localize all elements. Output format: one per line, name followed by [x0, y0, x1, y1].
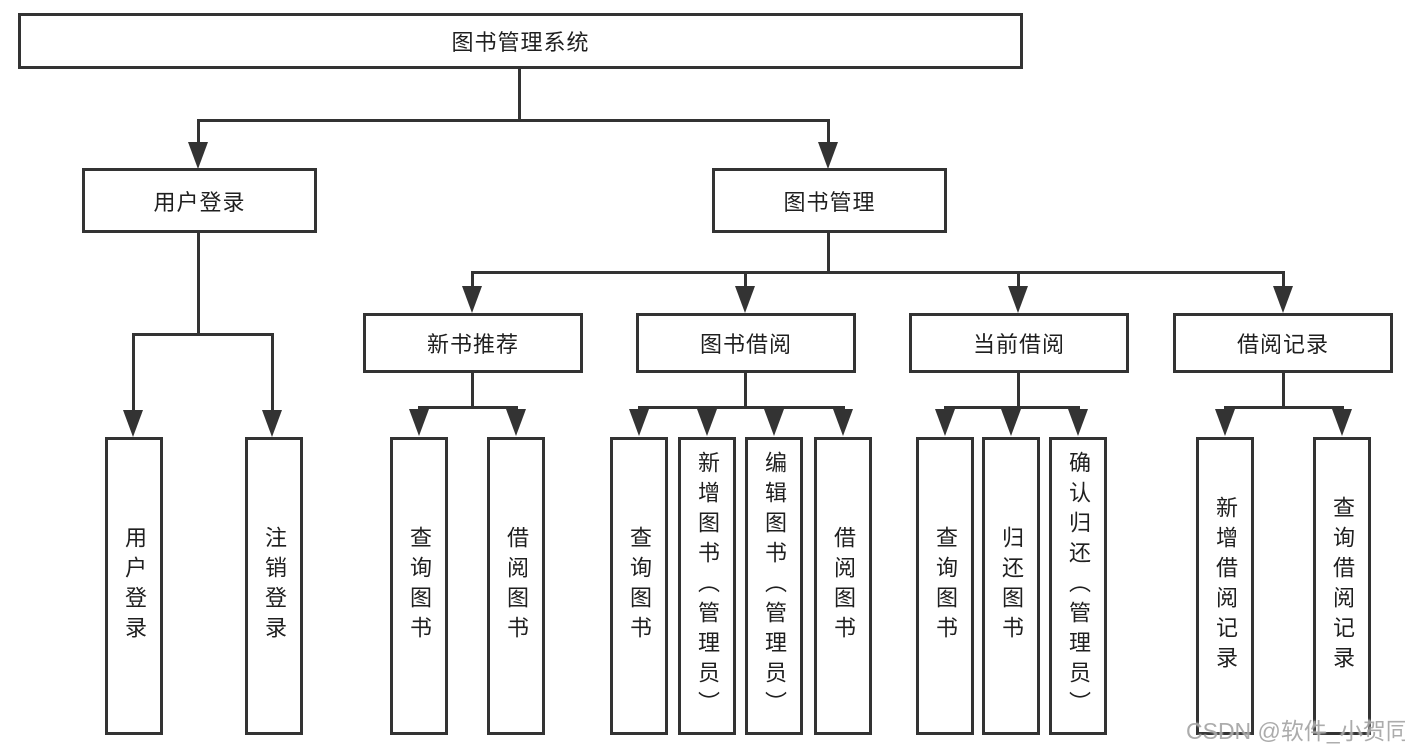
- connector-g2-stem: [471, 373, 474, 409]
- leaf-edit-book-admin: 编辑图书（管理员）: [745, 437, 803, 735]
- arrowhead-book-borrow: [735, 286, 755, 313]
- leaf-query-book-3: 查询图书: [916, 437, 974, 735]
- connector-g3-stem: [744, 373, 747, 409]
- node-book-management: 图书管理: [712, 168, 947, 233]
- leaf-add-borrow-record: 新增借阅记录: [1196, 437, 1254, 735]
- connector-user-login-drop: [197, 119, 200, 146]
- node-root: 图书管理系统: [18, 13, 1023, 69]
- node-borrow-record: 借阅记录: [1173, 313, 1393, 373]
- connector-root-stem: [518, 69, 521, 120]
- arrowhead-leaf-logout: [262, 410, 282, 437]
- leaf-query-book-2: 查询图书: [610, 437, 668, 735]
- connector-g5-bar: [1224, 406, 1344, 409]
- leaf-query-book-2-label: 查询图书: [627, 526, 652, 646]
- leaf-borrow-book-1-label: 借阅图书: [504, 526, 529, 646]
- connector-g3-bar: [638, 406, 845, 409]
- connector-new-book-drop: [471, 271, 474, 288]
- leaf-query-borrow-record: 查询借阅记录: [1313, 437, 1371, 735]
- arrowhead-g3-query-book: [629, 409, 649, 436]
- connector-g4-stem: [1017, 373, 1020, 409]
- connector-book-management-stem: [827, 233, 830, 274]
- arrowhead-book-management: [818, 142, 838, 169]
- arrowhead-leaf-user-login: [123, 410, 143, 437]
- connector-leaf-logout-drop: [271, 333, 274, 411]
- leaf-return-book-label: 归还图书: [999, 526, 1024, 646]
- node-current-borrow: 当前借阅: [909, 313, 1129, 373]
- connector-book-borrow-drop: [744, 271, 747, 288]
- connector-user-login-bar: [132, 333, 274, 336]
- leaf-query-book-1: 查询图书: [390, 437, 448, 735]
- connector-leaf-user-login-drop: [132, 333, 135, 411]
- arrowhead-new-book-recommend: [462, 286, 482, 313]
- node-new-book-recommend: 新书推荐: [363, 313, 583, 373]
- node-root-label: 图书管理系统: [451, 30, 590, 55]
- node-book-management-label: 图书管理: [783, 189, 876, 215]
- connector-user-login-stem: [197, 233, 200, 336]
- leaf-query-borrow-record-label: 查询借阅记录: [1330, 496, 1355, 676]
- arrowhead-g2-query-book: [409, 409, 429, 436]
- watermark: CSDN @软件_小贺同学: [1186, 718, 1405, 744]
- arrowhead-g4-query-book: [935, 409, 955, 436]
- arrowhead-g3-borrow-book: [833, 409, 853, 436]
- leaf-confirm-return-admin-label: 确认归还（管理员）: [1066, 451, 1091, 721]
- connector-current-borrow-drop: [1017, 271, 1020, 288]
- leaf-user-login: 用户登录: [105, 437, 163, 735]
- arrowhead-g4-return-book: [1001, 409, 1021, 436]
- leaf-logout-label: 注销登录: [262, 526, 287, 646]
- leaf-borrow-book-1: 借阅图书: [487, 437, 545, 735]
- connector-book-management-drop: [827, 119, 830, 146]
- connector-g4-bar: [944, 406, 1080, 409]
- arrowhead-g5-query-record: [1332, 409, 1352, 436]
- leaf-edit-book-admin-label: 编辑图书（管理员）: [762, 451, 787, 721]
- leaf-borrow-book-2-label: 借阅图书: [831, 526, 856, 646]
- connector-level2-bar: [197, 119, 830, 122]
- node-book-borrow-label: 图书借阅: [699, 332, 792, 357]
- leaf-add-book-admin-label: 新增图书（管理员）: [695, 451, 720, 721]
- arrowhead-g4-confirm-return: [1068, 409, 1088, 436]
- arrowhead-g3-edit-book: [764, 409, 784, 436]
- node-user-login: 用户登录: [82, 168, 317, 233]
- leaf-query-book-1-label: 查询图书: [407, 526, 432, 646]
- leaf-return-book: 归还图书: [982, 437, 1040, 735]
- leaf-user-login-label: 用户登录: [122, 526, 147, 646]
- node-new-book-recommend-label: 新书推荐: [426, 332, 519, 357]
- leaf-logout: 注销登录: [245, 437, 303, 735]
- arrowhead-g5-add-record: [1215, 409, 1235, 436]
- connector-g5-stem: [1282, 373, 1285, 409]
- connector-level3-bar: [471, 271, 1285, 274]
- arrowhead-current-borrow: [1008, 286, 1028, 313]
- node-book-borrow: 图书借阅: [636, 313, 856, 373]
- leaf-confirm-return-admin: 确认归还（管理员）: [1049, 437, 1107, 735]
- leaf-add-book-admin: 新增图书（管理员）: [678, 437, 736, 735]
- node-user-login-label: 用户登录: [153, 189, 246, 215]
- arrowhead-borrow-record: [1273, 286, 1293, 313]
- node-borrow-record-label: 借阅记录: [1236, 332, 1329, 357]
- node-current-borrow-label: 当前借阅: [972, 332, 1065, 357]
- leaf-query-book-3-label: 查询图书: [933, 526, 958, 646]
- arrowhead-g2-borrow-book: [506, 409, 526, 436]
- connector-borrow-record-drop: [1282, 271, 1285, 288]
- connector-g2-bar: [418, 406, 518, 409]
- arrowhead-user-login: [188, 142, 208, 169]
- leaf-add-borrow-record-label: 新增借阅记录: [1213, 496, 1238, 676]
- arrowhead-g3-add-book: [697, 409, 717, 436]
- leaf-borrow-book-2: 借阅图书: [814, 437, 872, 735]
